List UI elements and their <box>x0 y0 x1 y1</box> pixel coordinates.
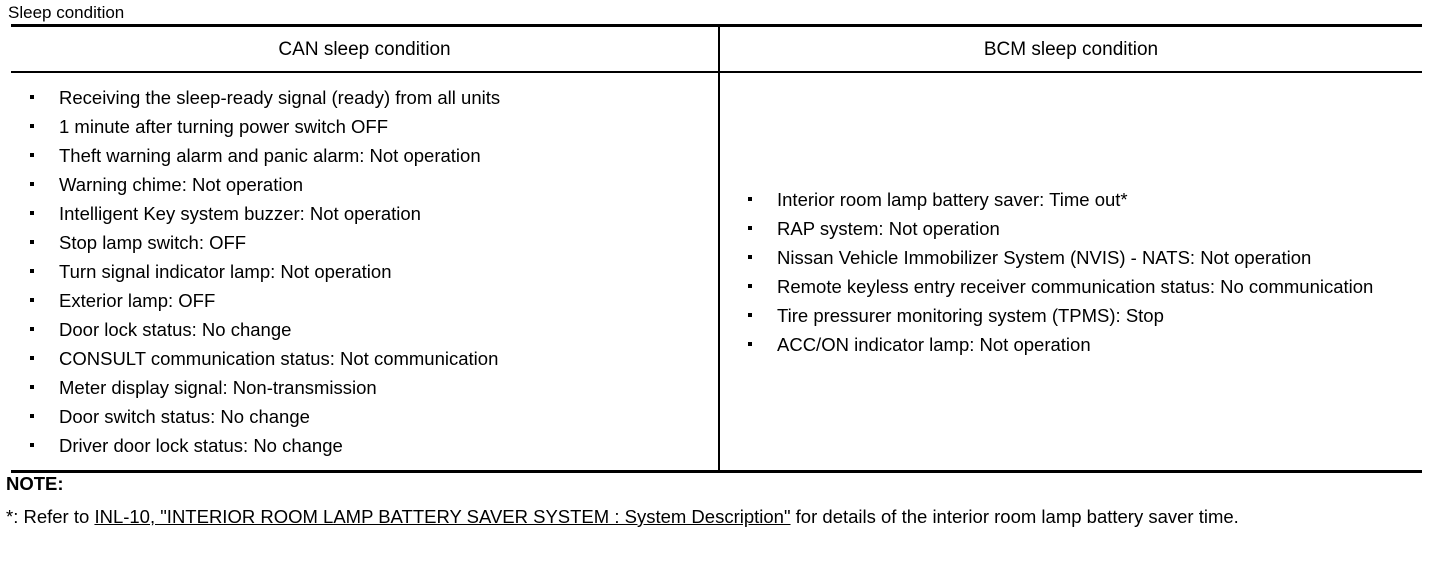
table-header-row: CAN sleep condition BCM sleep condition <box>11 27 1422 71</box>
list-item: Interior room lamp battery saver: Time o… <box>740 185 1422 214</box>
bullet-icon <box>30 269 34 273</box>
list-item: Theft warning alarm and panic alarm: Not… <box>22 141 718 170</box>
bullet-icon <box>30 211 34 215</box>
list-item-label: ACC/ON indicator lamp: Not operation <box>777 333 1091 355</box>
bullet-icon <box>30 414 34 418</box>
table-caption: Sleep condition <box>8 3 125 22</box>
list-item: Driver door lock status: No change <box>22 431 718 460</box>
list-item-label: Exterior lamp: OFF <box>59 290 216 311</box>
bcm-condition-list: Interior room lamp battery saver: Time o… <box>720 185 1422 359</box>
list-item: RAP system: Not operation <box>740 214 1422 243</box>
note-prefix: *: Refer to <box>6 506 95 527</box>
bullet-icon <box>30 124 34 128</box>
cell-bcm-sleep-condition: Interior room lamp battery saver: Time o… <box>718 73 1422 470</box>
bullet-icon <box>30 327 34 331</box>
list-item-label: Nissan Vehicle Immobilizer System (NVIS)… <box>777 246 1312 268</box>
list-item-label: Door lock status: No change <box>59 319 292 340</box>
list-item-label: 1 minute after turning power switch OFF <box>59 116 389 137</box>
list-item-label: Door switch status: No change <box>59 406 310 427</box>
list-item: Meter display signal: Non-transmission <box>22 373 718 402</box>
bullet-icon <box>748 225 752 230</box>
list-item: Warning chime: Not operation <box>22 170 718 199</box>
list-item-label: Theft warning alarm and panic alarm: Not… <box>59 145 481 166</box>
note-reference-link[interactable]: INL-10, "INTERIOR ROOM LAMP BATTERY SAVE… <box>94 506 791 527</box>
list-item: Nissan Vehicle Immobilizer System (NVIS)… <box>740 243 1422 272</box>
sleep-condition-table: CAN sleep condition BCM sleep condition … <box>11 24 1422 473</box>
list-item-label: Turn signal indicator lamp: Not operatio… <box>59 261 392 282</box>
bullet-icon <box>748 196 752 201</box>
list-item: Intelligent Key system buzzer: Not opera… <box>22 199 718 228</box>
note-suffix: for details of the interior room lamp ba… <box>790 506 1239 527</box>
bullet-icon <box>30 153 34 157</box>
list-item: CONSULT communication status: Not commun… <box>22 344 718 373</box>
list-item-label: Receiving the sleep-ready signal (ready)… <box>59 87 501 108</box>
list-item: Exterior lamp: OFF <box>22 286 718 315</box>
table-top-rule <box>11 24 1422 27</box>
bullet-icon <box>30 385 34 389</box>
list-item-label: Meter display signal: Non-transmission <box>59 377 377 398</box>
table-header-rule <box>11 71 1422 73</box>
note-section: NOTE: *: Refer to INL-10, "INTERIOR ROOM… <box>6 468 1450 530</box>
list-item: ACC/ON indicator lamp: Not operation <box>740 330 1422 359</box>
list-item: Turn signal indicator lamp: Not operatio… <box>22 257 718 286</box>
column-header-bcm: BCM sleep condition <box>718 27 1422 71</box>
list-item: 1 minute after turning power switch OFF <box>22 112 718 141</box>
bullet-icon <box>30 443 34 447</box>
list-item: Tire pressurer monitoring system (TPMS):… <box>740 301 1422 330</box>
column-header-can: CAN sleep condition <box>278 38 451 60</box>
list-item: Door switch status: No change <box>22 402 718 431</box>
list-item-label: Remote keyless entry receiver communicat… <box>777 275 1374 297</box>
bullet-icon <box>748 312 752 317</box>
list-item: Door lock status: No change <box>22 315 718 344</box>
list-item-label: Intelligent Key system buzzer: Not opera… <box>59 203 421 224</box>
bullet-icon <box>30 298 34 302</box>
bullet-icon <box>748 254 752 259</box>
list-item: Remote keyless entry receiver communicat… <box>740 272 1422 301</box>
bullet-icon <box>30 95 34 99</box>
table-body-row: Receiving the sleep-ready signal (ready)… <box>11 73 1422 470</box>
can-condition-list: Receiving the sleep-ready signal (ready)… <box>11 83 718 460</box>
bullet-icon <box>748 341 752 346</box>
list-item-label: CONSULT communication status: Not commun… <box>59 348 499 369</box>
list-item-label: RAP system: Not operation <box>777 217 1000 239</box>
list-item-label: Tire pressurer monitoring system (TPMS):… <box>777 304 1164 326</box>
bullet-icon <box>30 182 34 186</box>
table-bottom-rule <box>11 470 1422 473</box>
cell-can-sleep-condition: Receiving the sleep-ready signal (ready)… <box>11 73 718 470</box>
bullet-icon <box>30 240 34 244</box>
note-title: NOTE: <box>6 473 64 494</box>
list-item-label: Stop lamp switch: OFF <box>59 232 247 253</box>
list-item: Receiving the sleep-ready signal (ready)… <box>22 83 718 112</box>
list-item: Stop lamp switch: OFF <box>22 228 718 257</box>
list-item-label: Warning chime: Not operation <box>59 174 304 195</box>
list-item-label: Interior room lamp battery saver: Time o… <box>777 188 1128 210</box>
list-item-label: Driver door lock status: No change <box>59 435 343 456</box>
note-body: *: Refer to INL-10, "INTERIOR ROOM LAMP … <box>6 504 1442 530</box>
bullet-icon <box>748 283 752 288</box>
bullet-icon <box>30 356 34 360</box>
